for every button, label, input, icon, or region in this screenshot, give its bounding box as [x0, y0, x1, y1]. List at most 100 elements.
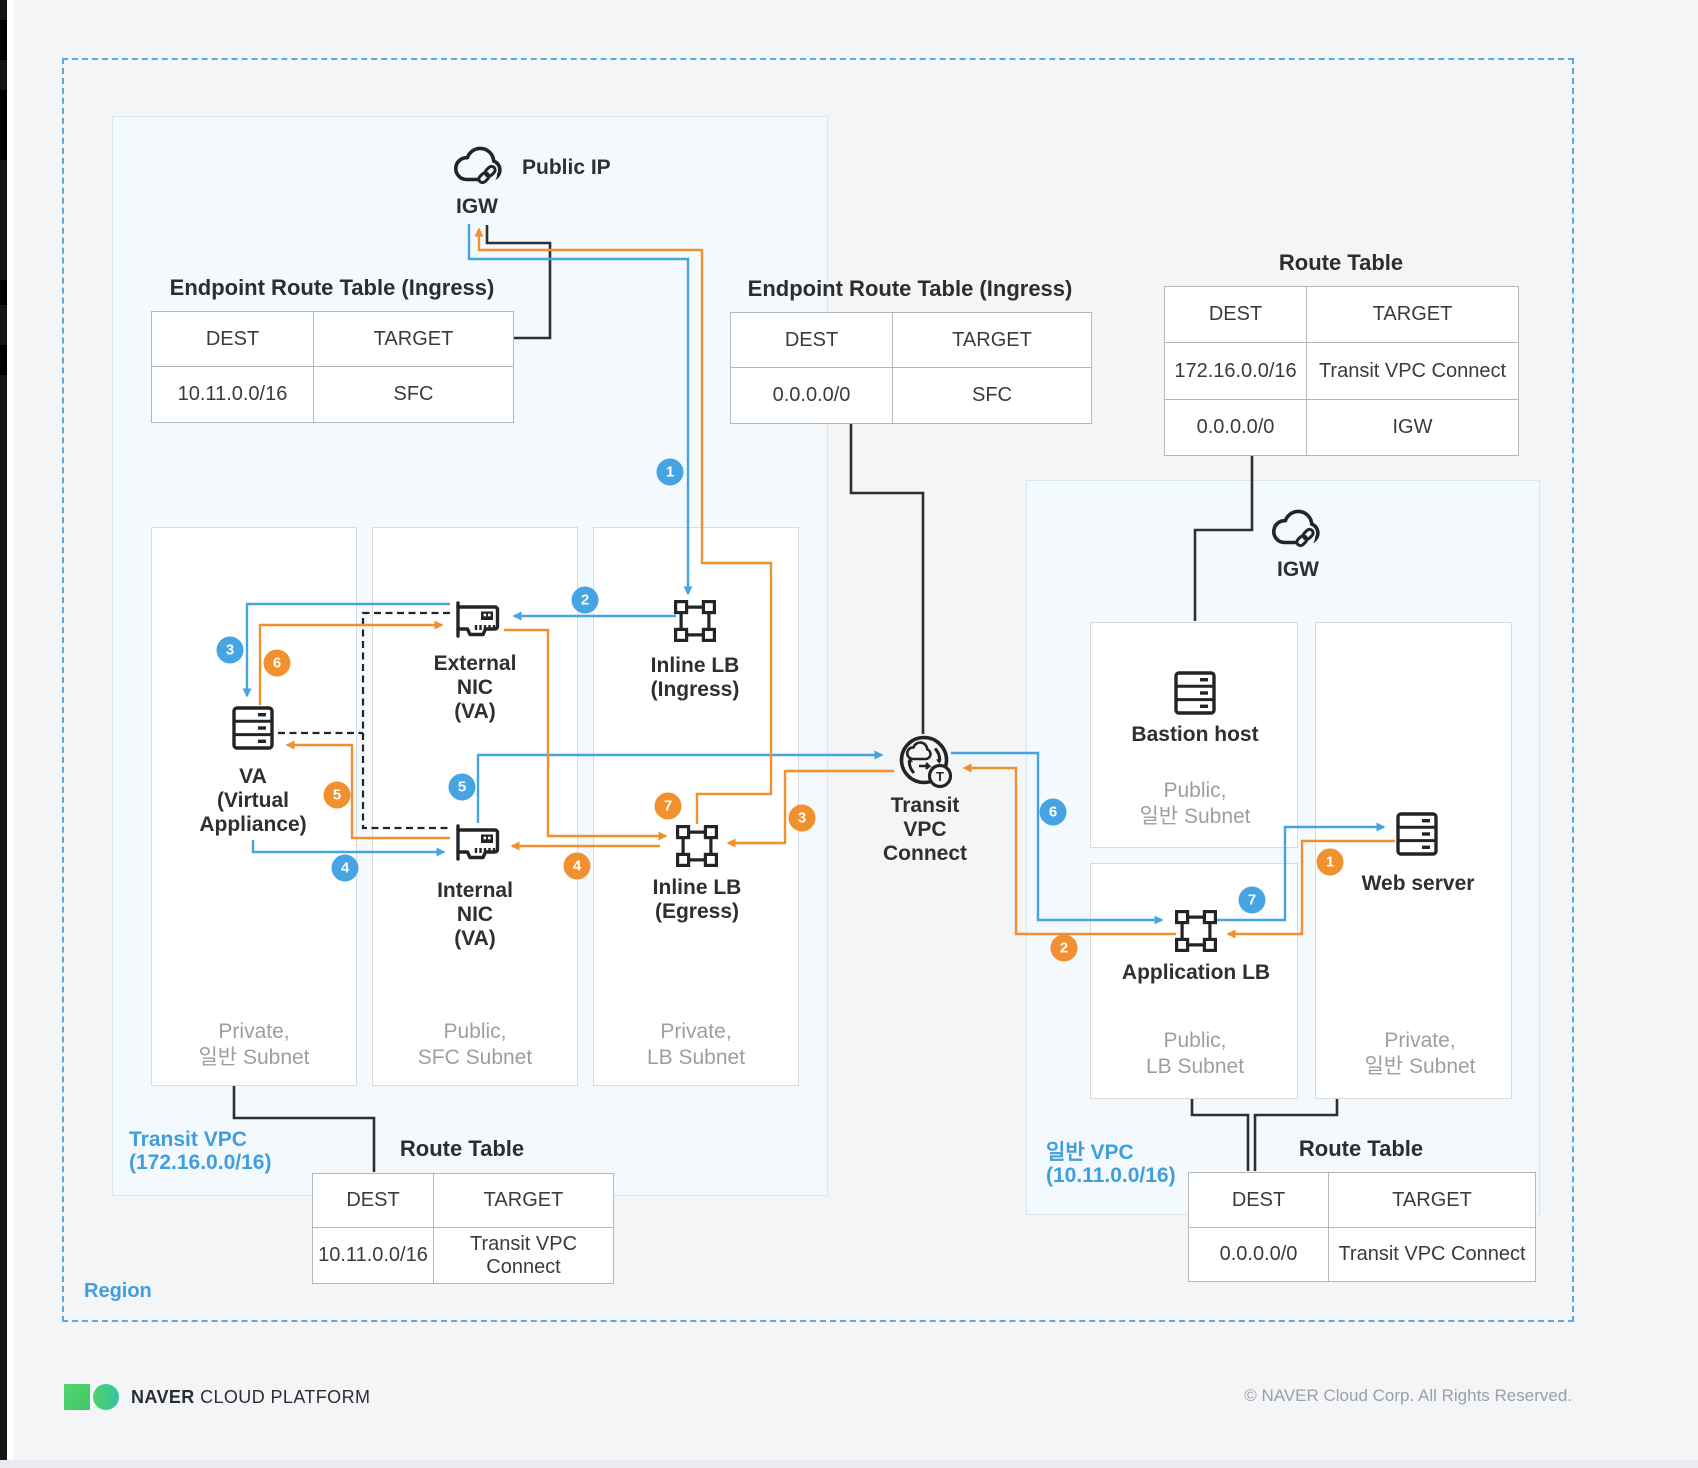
brand-wordmark: NAVER CLOUD PLATFORM	[131, 1387, 371, 1407]
web-server-label: Web server	[1361, 872, 1475, 895]
flow-orange-1-web-server-to-app-lb	[1226, 839, 1395, 939]
flow-blue-4-va-to-internal-nic	[251, 840, 446, 857]
external-nic-icon	[456, 601, 500, 638]
table-header: TARGET	[433, 1173, 614, 1228]
step-badge-blue-2: 2	[571, 586, 599, 614]
step-badge-blue-3: 3	[216, 636, 244, 664]
edge-gap	[7, 0, 14, 1468]
table-cell: Transit VPC Connect	[1328, 1227, 1536, 1282]
step-badge-orange-2: 2	[1050, 934, 1078, 962]
flow-orange-5-internal-nic-to-va	[285, 740, 450, 840]
flow-blue-5-internal-nic-to-transit-connect	[476, 750, 884, 823]
bastion-host-icon	[1174, 671, 1216, 715]
step-badge-blue-7: 7	[1238, 886, 1266, 914]
line-igw-to-ingress-table	[485, 225, 552, 340]
step-badge-orange-6: 6	[263, 649, 291, 677]
step-badge-blue-1: 1	[656, 458, 684, 486]
va-server-icon	[232, 706, 274, 750]
subnet-label-app-lb: Public,LB Subnet	[1145, 1029, 1245, 1078]
table-cell: 10.11.0.0/16	[151, 366, 314, 423]
subnet-web	[1315, 622, 1512, 1099]
flow-orange-2-app-lb-to-transit-connect	[962, 763, 1176, 936]
flow-orange-6-va-to-external-nic	[258, 620, 444, 705]
edge-artifact	[0, 20, 7, 60]
svg-text:T: T	[936, 769, 944, 784]
table-header: DEST	[1188, 1172, 1329, 1228]
table-cell: Transit VPC Connect	[433, 1227, 614, 1284]
table-header: DEST	[730, 312, 893, 368]
step-badge-blue-5: 5	[448, 773, 476, 801]
table-header: DEST	[312, 1173, 434, 1228]
dashed-va-nic-association	[361, 611, 450, 830]
step-badge-orange-4: 4	[563, 852, 591, 880]
table-cell: Transit VPC Connect	[1306, 342, 1519, 400]
inline-lb-ingress-icon	[674, 600, 716, 642]
step-badge-blue-6: 6	[1039, 798, 1067, 826]
subnet-label-private-general-left: Private,일반 Subnet	[198, 1020, 310, 1069]
screen-left-edge	[0, 0, 7, 1468]
public-ip-cloud-icon	[453, 146, 502, 185]
table-title-route-top-right: Route Table	[1278, 250, 1404, 275]
inline-lb-egress-icon	[676, 825, 718, 867]
copyright-text: © NAVER Cloud Corp. All Rights Reserved.	[1244, 1386, 1572, 1405]
table-title-ingress-left: Endpoint Route Table (Ingress)	[169, 275, 495, 300]
table-header: TARGET	[1328, 1172, 1536, 1228]
inline-lb-ingress-label: Inline LB (Ingress)	[650, 654, 740, 701]
table-header: DEST	[1164, 286, 1307, 343]
naver-logo-square	[64, 1384, 90, 1410]
endpoint-route-table-left: DEST TARGET 10.11.0.0/16 SFC	[151, 311, 514, 423]
transit-vpc-connect-label: Transit VPC Connect	[883, 794, 967, 865]
line-subnet-to-transit-route-table	[232, 1086, 376, 1172]
route-table-top-right: DEST TARGET 172.16.0.0/16 Transit VPC Co…	[1164, 286, 1519, 456]
igw-label-right: IGW	[1277, 558, 1319, 581]
line-route-table-to-bastion-subnet	[1193, 455, 1254, 621]
step-badge-orange-3: 3	[788, 804, 816, 832]
line-web-subnet-to-route-table	[1253, 1099, 1339, 1171]
table-header: DEST	[151, 311, 314, 367]
step-badge-orange-1: 1	[1316, 848, 1344, 876]
edge-artifact	[0, 280, 7, 305]
route-table-bottom-left: DEST TARGET 10.11.0.0/16 Transit VPC Con…	[312, 1173, 614, 1284]
flow-blue-3-external-nic-to-va	[242, 602, 450, 698]
edge-artifact	[0, 345, 7, 375]
flow-blue-7-app-lb-to-web-server	[1216, 822, 1386, 922]
naver-logo-circle	[93, 1384, 119, 1410]
bastion-host-label: Bastion host	[1131, 723, 1259, 746]
table-cell: SFC	[313, 366, 514, 423]
subnet-label-public-sfc: Public,SFC Subnet	[417, 1020, 533, 1069]
region-boundary	[62, 58, 1574, 1322]
transit-vpc-label: Transit VPC (172.16.0.0/16)	[129, 1128, 272, 1174]
step-badge-orange-5: 5	[323, 781, 351, 809]
internal-nic-icon	[456, 824, 500, 861]
step-badge-orange-7: 7	[654, 792, 682, 820]
table-cell: 0.0.0.0/0	[730, 367, 893, 424]
table-title-route-bottom-right: Route Table	[1298, 1136, 1424, 1161]
line-endpoint-table-to-transit-connect	[849, 423, 925, 734]
general-vpc-label: 일반 VPC (10.11.0.0/16)	[1046, 1141, 1176, 1187]
inline-lb-egress-label: Inline LB (Egress)	[652, 876, 742, 923]
igw-label-left: IGW	[456, 195, 498, 218]
table-cell: IGW	[1306, 399, 1519, 456]
application-lb-icon	[1175, 910, 1217, 952]
table-title-route-bottom-left: Route Table	[399, 1136, 525, 1161]
subnet-label-private-lb: Private,LB Subnet	[646, 1020, 746, 1069]
public-ip-label: Public IP	[522, 156, 611, 179]
flow-blue-6-transit-connect-to-app-lb	[951, 751, 1164, 925]
table-title-ingress-middle: Endpoint Route Table (Ingress)	[747, 276, 1073, 301]
igw-cloud-icon	[1271, 509, 1320, 548]
region-label: Region	[84, 1280, 152, 1302]
internal-nic-label: Internal NIC (VA)	[437, 879, 513, 950]
table-header: TARGET	[892, 312, 1092, 368]
subnet-label-web: Private,일반 Subnet	[1364, 1029, 1476, 1078]
line-lb-subnet-to-route-table	[1190, 1099, 1250, 1171]
va-label: VA (Virtual Appliance)	[199, 765, 307, 836]
screen-bottom-edge	[0, 1460, 1698, 1468]
table-cell: 0.0.0.0/0	[1164, 399, 1307, 456]
table-cell: SFC	[892, 367, 1092, 424]
flow-orange-7-external-nic-to-lb-egress	[504, 628, 668, 841]
transit-vpc-connect-icon: T	[899, 735, 953, 789]
step-badge-blue-4: 4	[331, 854, 359, 882]
flow-blue-1-igw-to-inline-lb-ingress	[467, 224, 693, 596]
table-cell: 0.0.0.0/0	[1188, 1227, 1329, 1282]
